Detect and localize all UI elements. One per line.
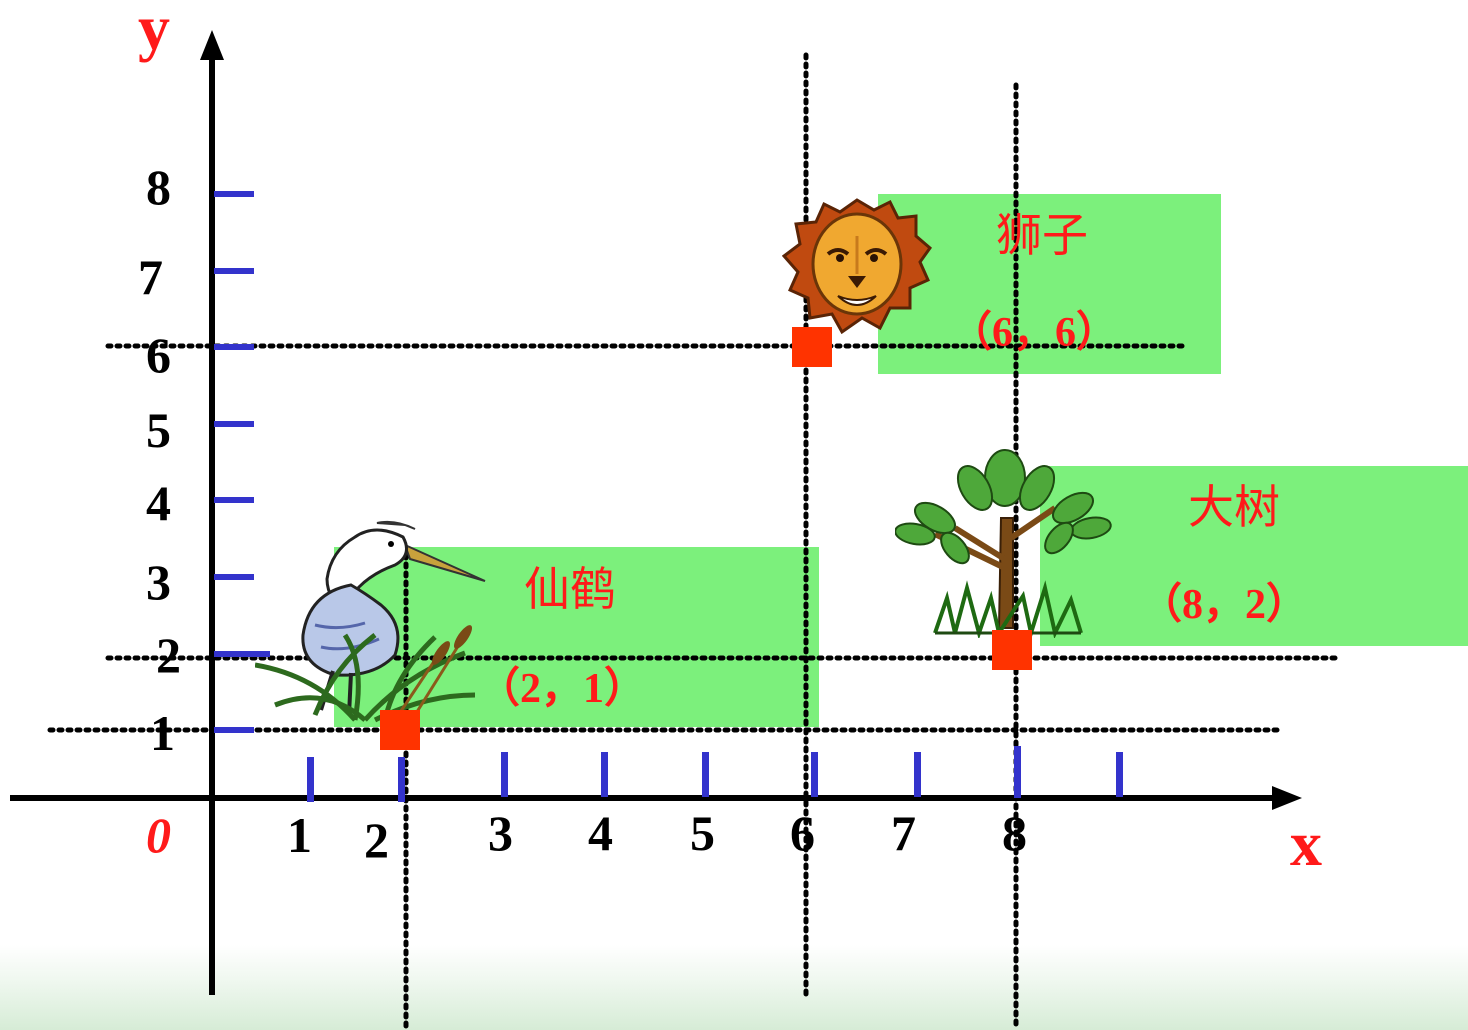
y-tick-label-7: 7 [138,249,163,305]
x-tick-mark-6 [811,752,818,797]
origin-label: 0 [146,807,171,863]
y-tick-label-8: 8 [146,159,171,215]
x-tick-label-1: 1 [287,807,312,863]
tree-label-box [1040,466,1468,646]
y-tick-label-5: 5 [146,402,171,458]
y-tick-label-1: 1 [150,705,175,761]
y-tick-label-4: 4 [146,475,171,531]
y-tick-mark-3 [214,574,254,580]
crane-coord-label: （2，1） [478,666,647,712]
x-tick-mark-8 [1014,746,1021,798]
y-tick-mark-8 [214,191,254,197]
crane-name-label: 仙鹤 [524,562,616,616]
y-tick-mark-5 [214,421,254,427]
x-tick-label-4: 4 [588,805,613,861]
x-tick-mark-9 [1116,752,1123,797]
bottom-gradient-band [0,945,1468,1030]
y-tick-label-6: 6 [146,327,171,383]
crane-icon [255,520,486,723]
x-tick-label-6: 6 [790,805,815,861]
x-axis-label: x [1290,808,1322,879]
x-tick-label-3: 3 [488,805,513,861]
x-tick-label-7: 7 [891,805,916,861]
y-axis-arrow [200,30,224,60]
x-tick-mark-2 [398,757,405,802]
crane-label-box [334,547,819,727]
tree-icon [895,449,1112,638]
y-axis-label: y [138,0,170,63]
lion-name-label: 狮子 [996,208,1088,262]
x-tick-label-8: 8 [1002,805,1027,861]
crane-point-marker [380,710,420,750]
x-tick-mark-5 [702,752,709,797]
y-tick-mark-2 [214,651,270,657]
y-tick-label-2: 2 [156,627,181,683]
x-tick-mark-1 [307,757,314,802]
x-tick-label-5: 5 [690,805,715,861]
y-tick-mark-6 [214,344,254,350]
tree-coord-label: （8，2） [1140,582,1309,628]
y-tick-mark-7 [214,268,254,274]
x-tick-mark-7 [914,752,921,797]
lion-icon [782,198,932,335]
x-tick-mark-3 [501,752,508,797]
x-tick-label-2: 2 [364,812,389,868]
y-tick-mark-4 [214,497,254,503]
x-tick-mark-4 [601,752,608,797]
lion-point-marker [792,327,832,367]
tree-point-marker [992,630,1032,670]
x-axis-arrow [1272,786,1302,810]
tree-name-label: 大树 [1188,480,1280,534]
lion-coord-label: （6，6） [950,310,1119,356]
y-tick-mark-1 [214,727,254,733]
y-tick-label-3: 3 [146,554,171,610]
